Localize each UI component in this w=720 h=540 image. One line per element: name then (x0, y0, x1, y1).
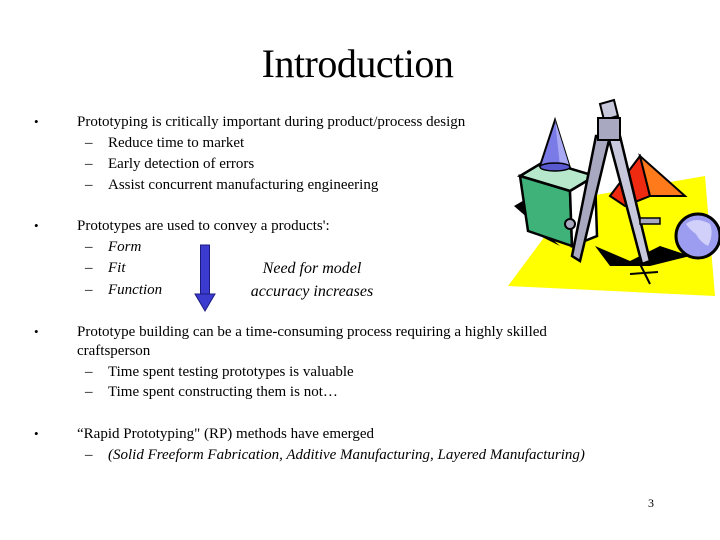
bullet-1-sub-1: Reduce time to market (108, 135, 245, 151)
page-number: 3 (648, 496, 654, 510)
bullet-4-text: “Rapid Prototyping" (RP) methods have em… (77, 426, 375, 442)
bullet-4-sub-1: (Solid Freeform Fabrication, Additive Ma… (108, 447, 585, 463)
bullet-marker: • (34, 218, 39, 233)
bullet-2-sub-fit: Fit (108, 260, 126, 276)
accuracy-note-line-1: Need for model (262, 260, 362, 277)
bullet-3-sub-1: Time spent testing prototypes is valuabl… (108, 364, 354, 380)
bullet-marker: • (34, 426, 39, 441)
bullet-3-text-line-2: craftsperson (77, 343, 151, 359)
dash-marker: – (85, 364, 93, 380)
bullet-1-sub-2: Early detection of errors (108, 156, 255, 172)
dash-marker: – (85, 135, 93, 151)
bullet-2-sub-function: Function (108, 282, 163, 298)
dash-marker: – (85, 260, 93, 276)
down-arrow-icon (194, 244, 216, 312)
bullet-3-text-line-1: Prototype building can be a time-consumi… (77, 324, 547, 340)
slide-title: Introduction (261, 41, 454, 86)
bullet-2-text: Prototypes are used to convey a products… (77, 218, 330, 234)
dash-marker: – (85, 156, 93, 172)
bullet-1-sub-3: Assist concurrent manufacturing engineer… (108, 177, 379, 193)
bullet-1-text: Prototyping is critically important duri… (77, 114, 466, 130)
dash-marker: – (85, 447, 93, 463)
accuracy-note: Need for model accuracy increases (232, 257, 392, 303)
bullet-3-sub-2: Time spent constructing them is not… (108, 384, 338, 400)
bullet-marker: • (34, 114, 39, 129)
dash-marker: – (85, 177, 93, 193)
dash-marker: – (85, 239, 93, 255)
accuracy-note-line-2: accuracy increases (250, 283, 374, 300)
geometry-shapes-compass-clipart (508, 98, 720, 296)
dash-marker: – (85, 282, 93, 298)
bullet-2-sub-form: Form (108, 239, 142, 255)
bullet-marker: • (34, 324, 39, 339)
dash-marker: – (85, 384, 93, 400)
